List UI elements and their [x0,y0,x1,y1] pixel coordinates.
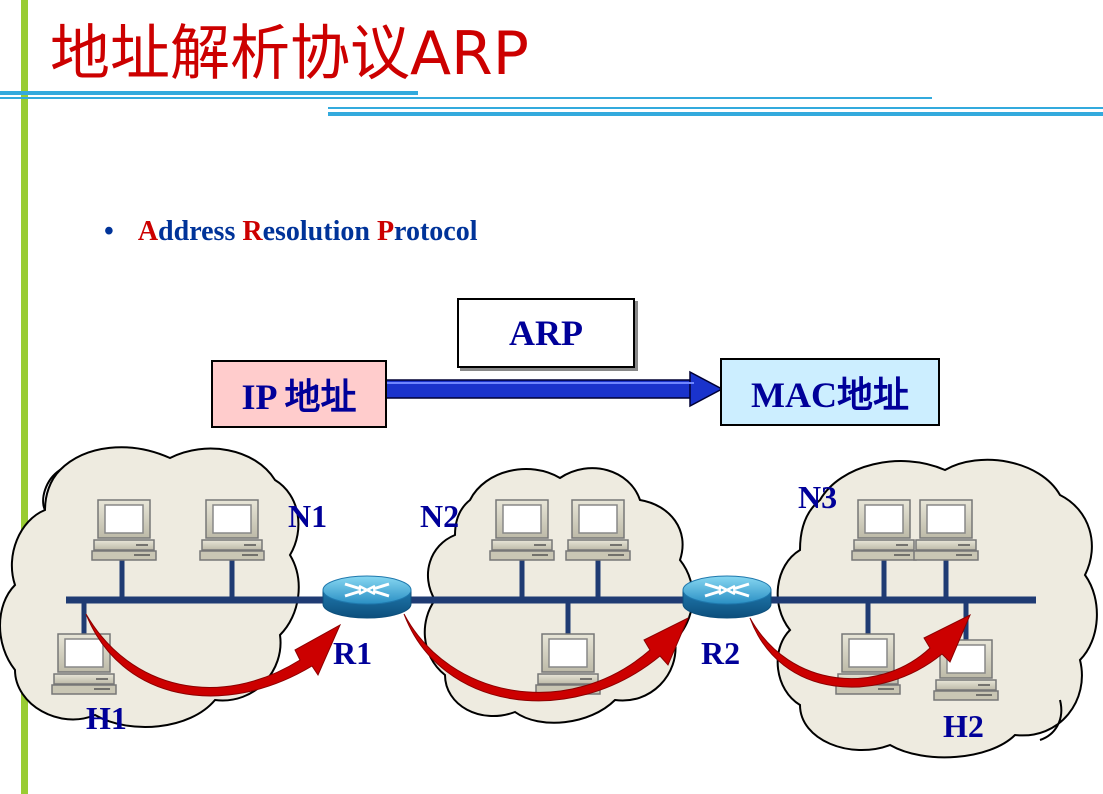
host-h2-label: H2 [943,708,984,744]
title-rule-lower-thick [328,112,1103,116]
title-rule-upper-thin [0,97,932,99]
computer-icon [565,499,631,561]
router-r2-label: R2 [701,635,740,671]
computer-icon [851,499,917,561]
bullet-segment: ddress [158,216,243,247]
computer-icon [913,499,979,561]
network-n1-label: N1 [288,498,327,534]
network-n3-label: N3 [798,479,837,515]
bullet-initial: R [242,216,263,247]
page-title: 地址解析协议ARP [50,19,529,89]
network-n2-label: N2 [420,498,459,534]
bullet-segment: esolution [262,216,377,247]
title-rule-lower [328,107,1103,109]
bullet-dot: • [104,216,114,247]
router-r1-icon [321,574,413,620]
mac-address-box: MAC地址 [720,358,940,426]
bullet-initial: P [376,216,395,247]
cloud-n2 [423,467,694,724]
arp-mapping-arrow [385,370,724,408]
forwarding-path [85,613,971,702]
cloud-detail [1039,699,1063,741]
cloud-detail [42,469,61,511]
accent-bar [21,0,28,794]
computer-icon [489,499,555,561]
router-r1-label: R1 [333,635,372,671]
ip-address-box: IP 地址 [211,360,387,428]
title-rule-upper [0,91,418,95]
bullet-item: • Address Resolution Protocol [104,216,478,248]
host-h1-label: H1 [86,700,127,736]
bullet-initial: A [137,216,159,247]
router-r2-icon [681,574,773,620]
bullet-text: Address Resolution Protocol [138,216,478,247]
arp-protocol-box: ARP [457,298,635,368]
computer-icon [91,499,157,561]
bullet-segment: rotocol [394,216,478,247]
computer-icon [199,499,265,561]
